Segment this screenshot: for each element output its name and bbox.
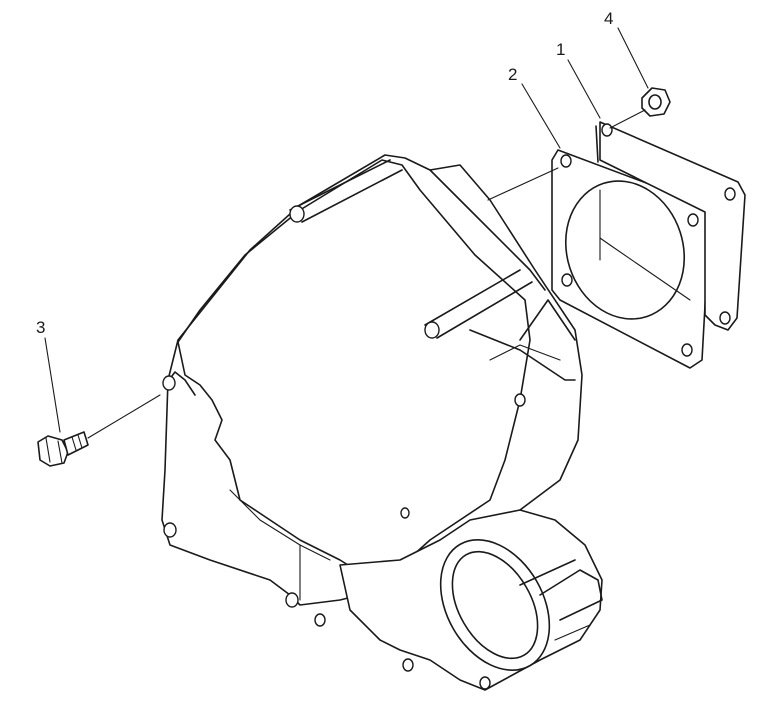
callout-2: 2 xyxy=(508,65,517,84)
callout-1: 1 xyxy=(556,40,565,59)
leader-3 xyxy=(44,337,61,433)
callout-3: 3 xyxy=(36,318,45,337)
bolt xyxy=(37,431,89,467)
gasket-guide-line xyxy=(487,167,559,201)
nut-guide-line xyxy=(609,109,646,129)
callout-4: 4 xyxy=(604,9,613,28)
leader-1 xyxy=(567,59,601,119)
assembly-lines xyxy=(87,109,646,439)
outlet-tube xyxy=(314,509,603,691)
nut xyxy=(641,87,671,117)
bolt-guide-line xyxy=(87,394,161,439)
flange-plate xyxy=(595,121,746,331)
housing xyxy=(161,154,583,608)
leader-2 xyxy=(521,83,561,149)
callout-leaders xyxy=(44,27,649,433)
leader-4 xyxy=(617,27,649,89)
